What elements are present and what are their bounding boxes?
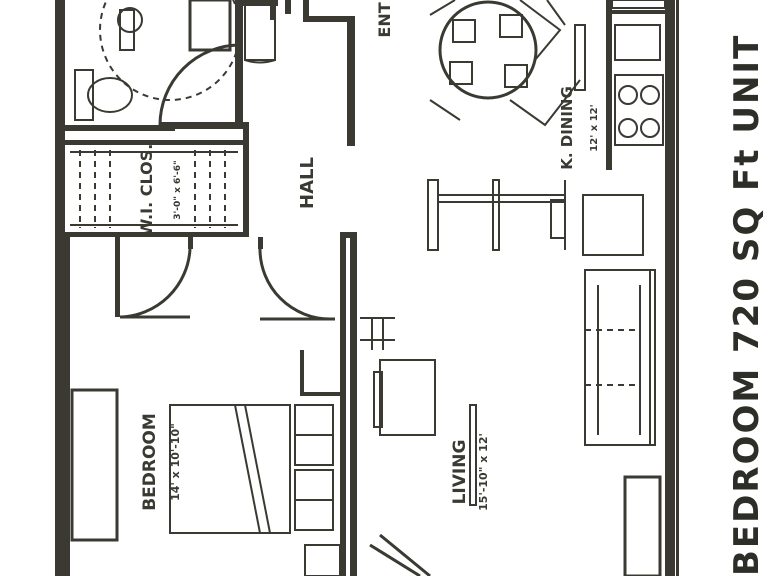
- kitchen-appliances: [574, 0, 666, 146]
- kitchen-dining-dims: 12' x 12': [589, 104, 600, 151]
- bedroom-dims: 14' x 10'-10": [169, 423, 182, 501]
- living-label: LIVING: [450, 440, 470, 505]
- kitchen-dining-label: K. DINING: [558, 86, 576, 170]
- wi-closet-label: W.I. CLOS.: [137, 144, 156, 237]
- closet-shelving: [70, 150, 238, 228]
- bedroom-label: BEDROOM: [140, 413, 160, 511]
- plan-title: BEDROOM 720 SQ Ft UNIT: [727, 34, 767, 576]
- living-dims: 15'-10" x 12': [477, 433, 490, 511]
- hall-label: HALL: [297, 157, 318, 209]
- bedroom-furniture: [70, 388, 341, 576]
- door-swings: [119, 43, 431, 576]
- bath-fixtures: [74, 0, 276, 121]
- dining-table: [429, 0, 581, 127]
- living-furniture: [360, 179, 662, 576]
- entry-label: ENT: [375, 2, 394, 37]
- exterior-walls: [55, 0, 679, 576]
- wi-closet-dims: 3'-0" x 6'-6": [173, 160, 183, 219]
